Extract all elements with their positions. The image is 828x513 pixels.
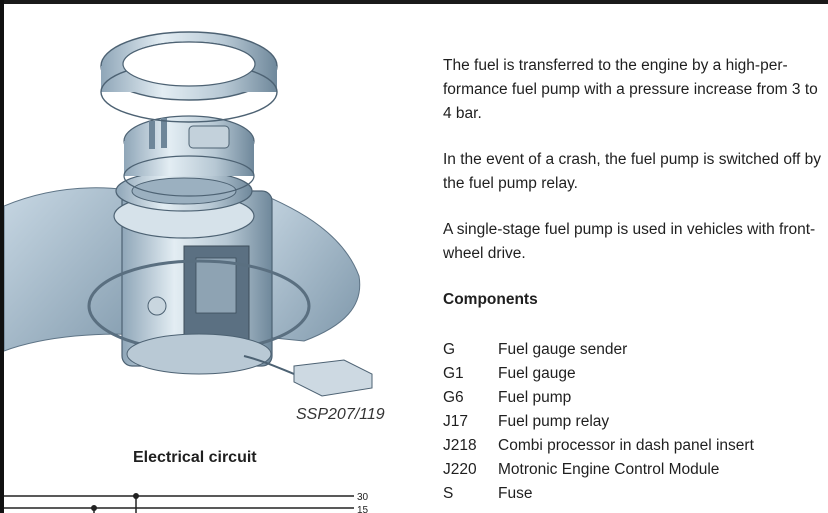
component-code: G1: [443, 365, 464, 382]
component-description: Fuel pump relay: [498, 413, 610, 430]
description-text: The fuel is transferred to the engine by…: [443, 54, 823, 288]
list-item: J220 Motronic Engine Control Module: [443, 458, 828, 482]
paragraph-single-stage: A single-stage fuel pump is used in vehi…: [443, 221, 816, 262]
component-code: J218: [443, 437, 477, 454]
list-item: G Fuel gauge sender: [443, 338, 828, 362]
component-description: Combi processor in dash panel insert: [498, 437, 754, 454]
component-code: S: [443, 485, 454, 502]
component-code: G: [443, 341, 456, 358]
component-description: Fuel pump: [498, 389, 572, 406]
component-description: Fuel gauge: [498, 365, 576, 382]
page-left-border: [0, 0, 4, 513]
components-heading: Components: [443, 291, 538, 308]
component-code: J220: [443, 461, 477, 478]
figure-caption: SSP207/119: [296, 406, 385, 423]
list-item: G6 Fuel pump: [443, 386, 828, 410]
page-top-border: [0, 0, 828, 4]
component-description: Fuse: [498, 485, 533, 502]
list-item: S Fuse: [443, 482, 828, 506]
paragraph-crash-switchoff: In the event of a crash, the fuel pump i…: [443, 151, 821, 192]
component-description: Motronic Engine Control Module: [498, 461, 720, 478]
terminal-label-30: 30: [357, 492, 369, 503]
list-item: J218 Combi processor in dash panel inser…: [443, 434, 828, 458]
components-list: G Fuel gauge sender G1 Fuel gauge G6 Fue…: [443, 338, 828, 506]
list-item: J17 Fuel pump relay: [443, 410, 828, 434]
list-item: G1 Fuel gauge: [443, 362, 828, 386]
terminal-label-15: 15: [357, 505, 369, 513]
paragraph-pump-pressure: The fuel is transferred to the engine by…: [443, 57, 818, 122]
electrical-circuit-heading: Electrical circuit: [133, 449, 257, 466]
circuit-diagram: 30 15: [4, 492, 369, 513]
fuel-pump-illustration: [4, 31, 373, 397]
component-code: G6: [443, 389, 464, 406]
component-code: J17: [443, 413, 468, 430]
component-description: Fuel gauge sender: [498, 341, 628, 358]
